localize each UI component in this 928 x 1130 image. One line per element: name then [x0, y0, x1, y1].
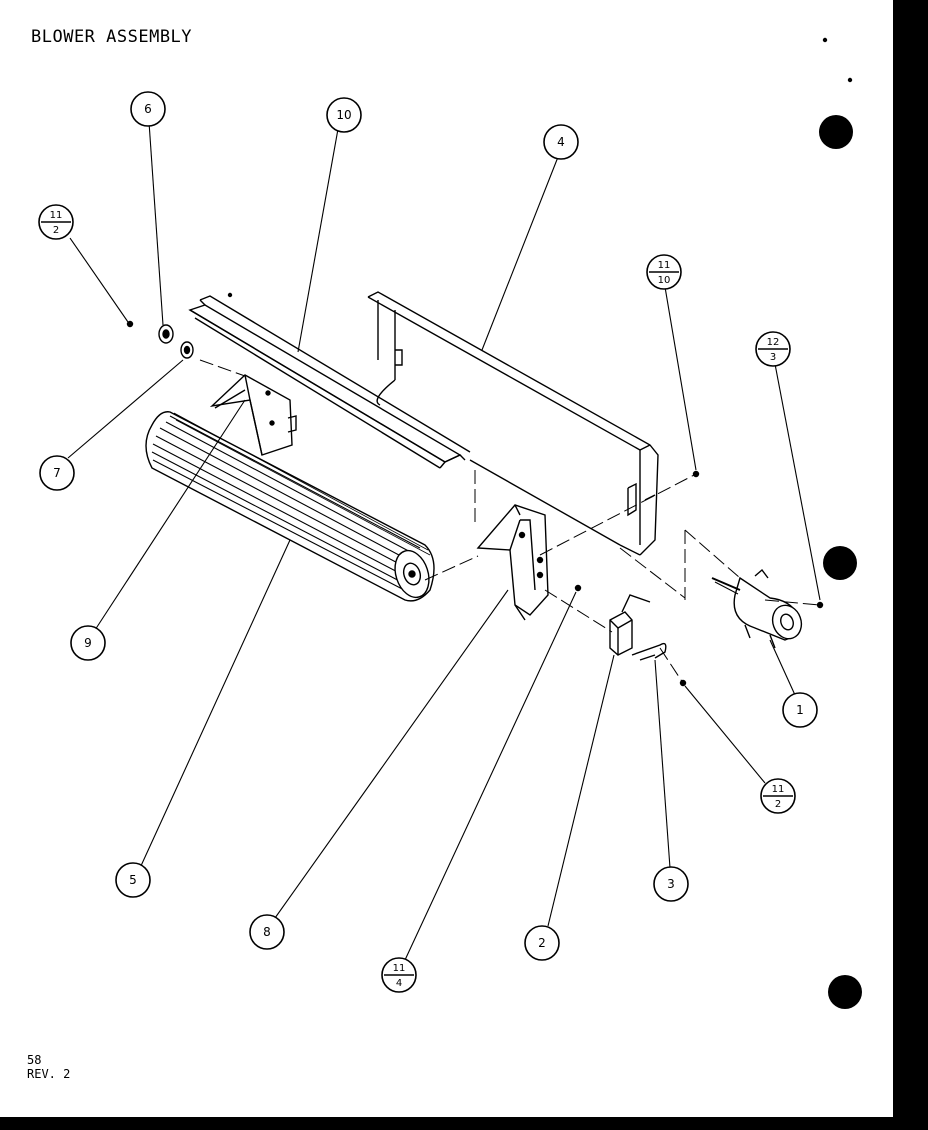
leader-lines — [67, 121, 821, 961]
callout-11-2-right: 11 2 — [760, 778, 796, 814]
svg-text:11: 11 — [50, 210, 63, 221]
callout-11-10: 11 10 — [646, 254, 682, 290]
callout-2: 2 — [524, 925, 560, 961]
svg-text:4: 4 — [557, 135, 565, 149]
blower-motor — [711, 568, 803, 649]
callout-6: 6 — [130, 91, 166, 127]
svg-text:3: 3 — [667, 877, 675, 891]
motor-clamp — [631, 642, 667, 661]
scan-edge-right — [893, 0, 928, 1130]
blower-wheel — [145, 411, 435, 602]
drawing-sheet: BLOWER ASSEMBLY — [0, 0, 893, 1117]
callout-8: 8 — [249, 914, 285, 950]
callout-10: 10 — [326, 97, 362, 133]
binder-holes — [819, 115, 862, 1009]
svg-text:11: 11 — [658, 260, 671, 271]
blower-housing-top-rail — [188, 295, 471, 469]
assembly-lines — [199, 359, 821, 684]
callout-11-2-left: 11 2 — [38, 204, 74, 240]
callout-12-3: 12 3 — [755, 331, 791, 367]
svg-text:10: 10 — [658, 275, 671, 286]
bearing-part — [158, 324, 174, 344]
svg-text:8: 8 — [263, 925, 271, 939]
svg-text:7: 7 — [53, 466, 61, 480]
svg-text:12: 12 — [767, 337, 780, 348]
svg-text:9: 9 — [84, 636, 92, 650]
callout-11-4: 11 4 — [381, 957, 417, 993]
svg-text:4: 4 — [396, 978, 402, 989]
page-number: 58 — [27, 1053, 42, 1067]
callout-9: 9 — [70, 625, 106, 661]
svg-text:11: 11 — [393, 963, 406, 974]
capacitor-bracket — [609, 594, 651, 656]
callout-5: 5 — [115, 862, 151, 898]
svg-text:10: 10 — [336, 108, 351, 122]
callout-1: 1 — [782, 692, 818, 728]
page-title: BLOWER ASSEMBLY — [31, 27, 193, 47]
callout-7: 7 — [39, 455, 75, 491]
scan-edge-bottom — [0, 1117, 928, 1130]
callout-4: 4 — [543, 124, 579, 160]
collar-part — [180, 341, 194, 359]
right-end-bracket — [476, 504, 549, 621]
revision-label: REV. 2 — [27, 1067, 71, 1081]
svg-text:5: 5 — [129, 873, 137, 887]
blower-assembly-diagram: 6 10 4 7 9 5 8 — [38, 37, 862, 1009]
svg-text:2: 2 — [53, 225, 59, 236]
left-end-bracket — [209, 374, 297, 456]
svg-text:2: 2 — [538, 936, 546, 950]
callout-3: 3 — [653, 866, 689, 902]
page-revision-block: 58 REV. 2 — [27, 1053, 70, 1081]
svg-text:1: 1 — [796, 703, 804, 717]
svg-text:6: 6 — [144, 102, 152, 116]
svg-text:11: 11 — [772, 784, 785, 795]
svg-text:3: 3 — [770, 352, 776, 363]
svg-text:2: 2 — [775, 799, 781, 810]
